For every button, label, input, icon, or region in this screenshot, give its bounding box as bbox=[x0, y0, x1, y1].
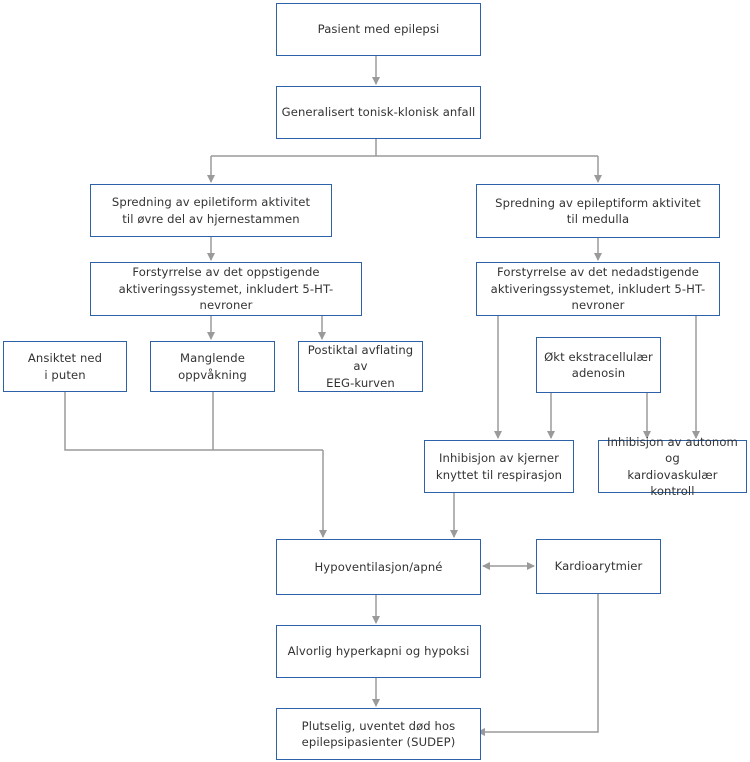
node-label: Generalisert tonisk-klonisk anfall bbox=[281, 105, 476, 120]
connector-n14-n16 bbox=[477, 593, 599, 736]
node-hypoventilasjon: Hypoventilasjon/apné bbox=[276, 539, 481, 595]
connector-n2-split bbox=[211, 138, 598, 157]
node-generalisert-anfall: Generalisert tonisk-klonisk anfall bbox=[276, 86, 481, 139]
node-kardioarytmier: Kardioarytmier bbox=[536, 539, 661, 594]
node-label: Kardioarytmier bbox=[554, 559, 643, 574]
node-label: Pasient med epilepsi bbox=[317, 22, 440, 37]
node-label: Hypoventilasjon/apné bbox=[314, 559, 443, 574]
node-label: Alvorlig hyperkapni og hypoksi bbox=[287, 644, 470, 659]
node-alvorlig-hyperkapni: Alvorlig hyperkapni og hypoksi bbox=[276, 625, 481, 678]
node-pasient-med-epilepsi: Pasient med epilepsi bbox=[276, 3, 481, 56]
connector-n7-n8-merge bbox=[64, 391, 323, 451]
